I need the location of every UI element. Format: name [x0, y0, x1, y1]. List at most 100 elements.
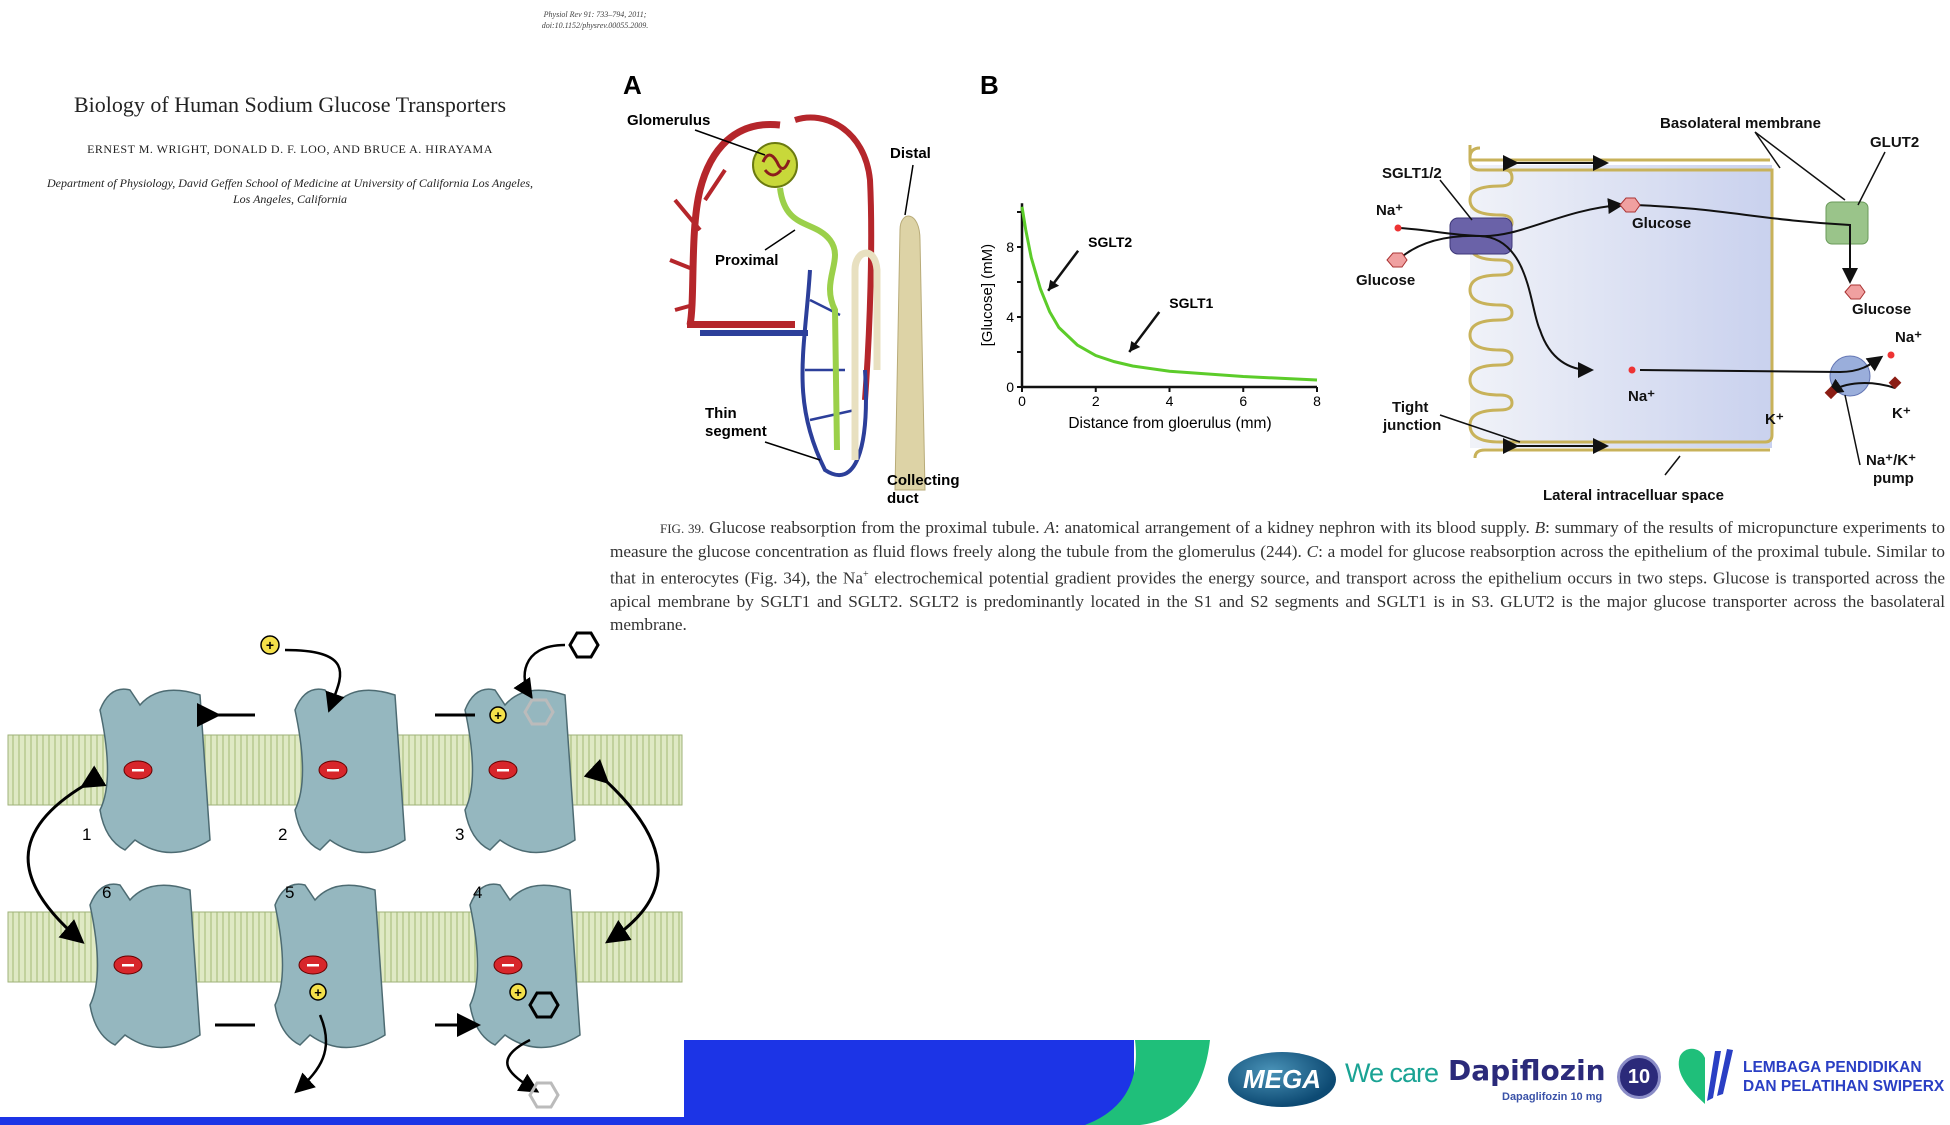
transporter-protein	[99, 688, 211, 854]
glucose-molecule	[1844, 284, 1866, 300]
glucose-icon	[528, 1081, 560, 1109]
label: Lateral intracelluar space	[1543, 487, 1724, 504]
svg-text:+: +	[314, 985, 322, 1000]
affiliation-line: Department of Physiology, David Geffen S…	[46, 176, 534, 190]
we-care-slogan: We care	[1345, 1058, 1439, 1088]
caption-ref: A	[1044, 518, 1055, 537]
label: Glucose	[1852, 301, 1911, 318]
step-number: 5	[285, 883, 294, 902]
label: Na⁺	[1628, 388, 1655, 405]
figure-caption: FIG. 39. Glucose reabsorption from the p…	[610, 516, 1945, 636]
sodium-ion-icon	[260, 635, 280, 655]
label: GLUT2	[1870, 134, 1919, 151]
caption-text: : a model for glucose reabsorption acros…	[610, 542, 1945, 588]
label: pump	[1873, 470, 1914, 487]
x-tick-label: 6	[1239, 393, 1247, 409]
caption-text: : summary of the results of micropunctur…	[610, 518, 1945, 561]
na-ion	[1887, 351, 1895, 359]
swiperx-org-name: LEMBAGA PENDIDIKAN DAN PELATIHAN SWIPERX	[1743, 1058, 1944, 1096]
glucose-icon	[528, 991, 560, 1019]
glomerulus	[752, 142, 798, 188]
label: Na⁺	[1376, 202, 1403, 219]
label: K⁺	[1892, 405, 1911, 422]
panel-letter: B	[980, 70, 999, 100]
label: Glucose	[1356, 272, 1415, 289]
label: Proximal	[715, 252, 778, 269]
glucose-molecule	[1619, 197, 1641, 213]
x-tick-label: 2	[1092, 393, 1100, 409]
caption-ref: C	[1306, 542, 1319, 561]
caption-text: electrochemical potential gradient provi…	[610, 568, 1945, 634]
panel-a-nephron: A Glomerulus Distal Proximal Thin segmen…	[623, 70, 960, 507]
apical-membrane	[1468, 145, 1774, 444]
org-line: LEMBAGA PENDIDIKAN	[1743, 1059, 1922, 1076]
x-tick-label: 8	[1313, 393, 1321, 409]
vein	[700, 330, 808, 336]
glucose-curve	[1020, 206, 1318, 382]
x-axis-label: Distance from gloerulus (mm)	[1068, 415, 1271, 432]
sodium-ion-icon: +	[509, 983, 527, 1001]
annotation-label: SGLT2	[1088, 234, 1132, 250]
collecting-duct	[894, 215, 926, 491]
label: Na⁺/K⁺	[1866, 452, 1916, 469]
na-k-pump	[1829, 355, 1871, 397]
label: Glucose	[1632, 215, 1691, 232]
label: Tight	[1392, 399, 1428, 416]
label: SGLT1/2	[1382, 165, 1442, 182]
step-number: 1	[82, 825, 91, 844]
label: Glomerulus	[627, 112, 710, 129]
affiliation-line: Los Angeles, California	[232, 192, 348, 206]
footer-stripe	[0, 1117, 684, 1125]
x-tick-label: 4	[1166, 393, 1174, 409]
swiperx-heart-icon	[1678, 1048, 1733, 1104]
paper-authors: ERNEST M. WRIGHT, DONALD D. F. LOO, AND …	[87, 142, 493, 156]
label: junction	[1382, 417, 1441, 434]
step-number: 3	[455, 825, 464, 844]
transporter-protein	[464, 688, 576, 854]
citation-line: Physiol Rev 91: 733–794, 2011;	[543, 10, 647, 19]
caption-sup: +	[862, 569, 869, 580]
step-number: 2	[278, 825, 287, 844]
sodium-ion-icon: +	[489, 706, 507, 724]
caption-ref: B	[1534, 518, 1546, 537]
annotation-arrowhead	[1129, 341, 1141, 352]
label: Basolateral membrane	[1660, 115, 1821, 132]
dose-badge: 10	[1617, 1055, 1661, 1099]
label: Na⁺	[1895, 329, 1922, 346]
glucose-icon	[523, 698, 555, 726]
transporter-protein	[469, 883, 581, 1049]
label: Distal	[890, 145, 931, 162]
sodium-ion-icon: +	[309, 983, 327, 1001]
transporter-protein	[294, 688, 406, 854]
y-tick-label: 0	[1006, 379, 1014, 395]
paper-title: Biology of Human Sodium Glucose Transpor…	[73, 92, 507, 117]
footer-green-swoosh	[1085, 1040, 1210, 1125]
dapiflozin-logo: Dapiflozin	[1448, 1054, 1606, 1087]
epithelial-cell	[1470, 165, 1772, 448]
transporter-protein	[89, 883, 201, 1049]
y-tick-label: 8	[1006, 239, 1014, 255]
annotation-label: SGLT1	[1169, 295, 1213, 311]
label: segment	[705, 423, 767, 440]
transporter-protein	[274, 883, 386, 1049]
na-ion	[1394, 224, 1402, 232]
artery	[687, 321, 795, 328]
label: K⁺	[1765, 411, 1784, 428]
footer-blue-bar	[684, 1040, 1134, 1125]
dapiflozin-subtitle: Dapaglifozin 10 mg	[1502, 1091, 1603, 1103]
glucose-molecule	[1386, 252, 1408, 268]
label: Collecting	[887, 472, 960, 489]
caption-text: : anatomical arrangement of a kidney nep…	[1054, 518, 1535, 537]
journal-citation: Physiol Rev 91: 733–794, 2011; doi:10.11…	[500, 9, 690, 31]
annotation-arrowhead	[1048, 279, 1060, 291]
svg-text:+: +	[494, 708, 502, 723]
svg-text:+: +	[514, 985, 522, 1000]
panel-c-cell-model: Basolateral membrane GLUT2 SGLT1/2 Na⁺ G…	[1356, 115, 1922, 504]
glucose-icon	[568, 631, 600, 659]
mega-logo: MEGA	[1228, 1052, 1336, 1107]
caption-text: Glucose reabsorption from the proximal t…	[704, 518, 1045, 537]
na-ion	[1628, 366, 1636, 374]
label: duct	[887, 490, 919, 507]
